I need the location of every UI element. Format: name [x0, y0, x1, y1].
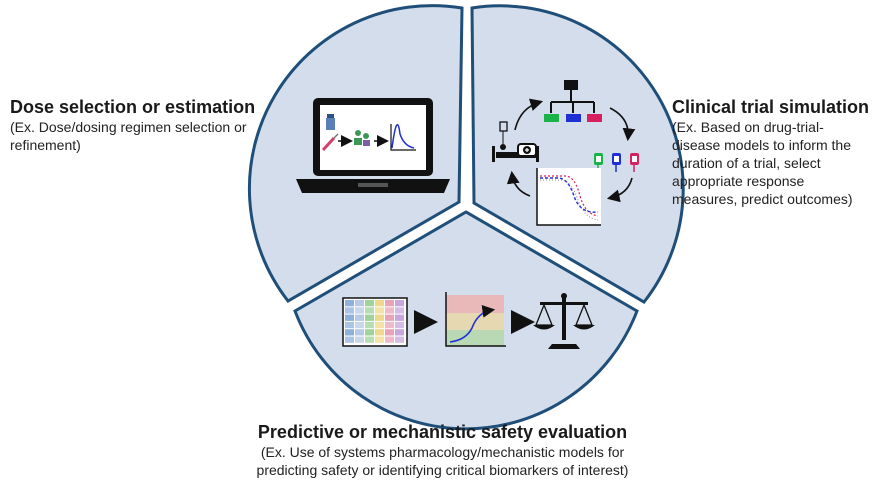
grid-cell [355, 307, 364, 314]
grid-cell [395, 307, 404, 314]
grid-cell [355, 329, 364, 336]
grid-cell [365, 321, 374, 329]
trial-title: Clinical trial simulation [672, 97, 870, 117]
grid-cell [385, 307, 394, 314]
grid-cell [365, 329, 374, 336]
iv-bag-icon [594, 153, 639, 172]
cycle-icon [506, 98, 636, 203]
grid-cell [385, 300, 394, 307]
grid-cell [365, 307, 374, 314]
dose-section-label: Dose selection or estimation (Ex. Dose/d… [10, 96, 300, 154]
safety-title: Predictive or mechanistic safety evaluat… [257, 422, 628, 442]
grid-cell [365, 336, 374, 343]
grid-cell [355, 314, 364, 321]
hospital-bed-icon [492, 121, 539, 162]
grid-cell [345, 307, 354, 314]
segment-trial [470, 4, 685, 304]
grid-cell [345, 321, 354, 329]
trial-description: (Ex. Based on drug-trial- disease models… [672, 119, 853, 207]
grid-cell [365, 314, 374, 321]
grid-cell [375, 300, 384, 307]
dose-description: (Ex. Dose/dosing regimen selection or re… [10, 119, 247, 153]
grid-cell [385, 336, 394, 343]
grid-cell [375, 329, 384, 336]
grid-cell [385, 321, 394, 329]
trial-section-label: Clinical trial simulation (Ex. Based on … [672, 96, 884, 208]
grid-cell [395, 300, 404, 307]
grid-cell [375, 314, 384, 321]
grid-cell [365, 300, 374, 307]
grid-cell [345, 336, 354, 343]
grid-cell [395, 314, 404, 321]
grid-cell [355, 321, 364, 329]
grid-cell [345, 314, 354, 321]
hierarchy-icon [544, 80, 602, 122]
safety-section-label: Predictive or mechanistic safety evaluat… [0, 421, 885, 479]
survival-curve-icon [536, 168, 601, 226]
dose-response-curve-icon [445, 292, 506, 347]
grid-cell [355, 300, 364, 307]
grid-cell [375, 321, 384, 329]
grid-cell [385, 314, 394, 321]
grid-cell [385, 329, 394, 336]
balance-scale-icon [533, 293, 595, 349]
grid-cell [395, 329, 404, 336]
safety-description: (Ex. Use of systems pharmacology/mechani… [256, 444, 629, 478]
grid-cell [375, 307, 384, 314]
dose-title: Dose selection or estimation [10, 97, 256, 117]
laptop-icon [296, 98, 450, 193]
grid-cell [395, 321, 404, 329]
grid-cell [395, 336, 404, 343]
grid-cell [375, 336, 384, 343]
grid-cell [345, 329, 354, 336]
grid-cell [345, 300, 354, 307]
grid-cell [355, 336, 364, 343]
data-grid-icon [342, 297, 408, 347]
